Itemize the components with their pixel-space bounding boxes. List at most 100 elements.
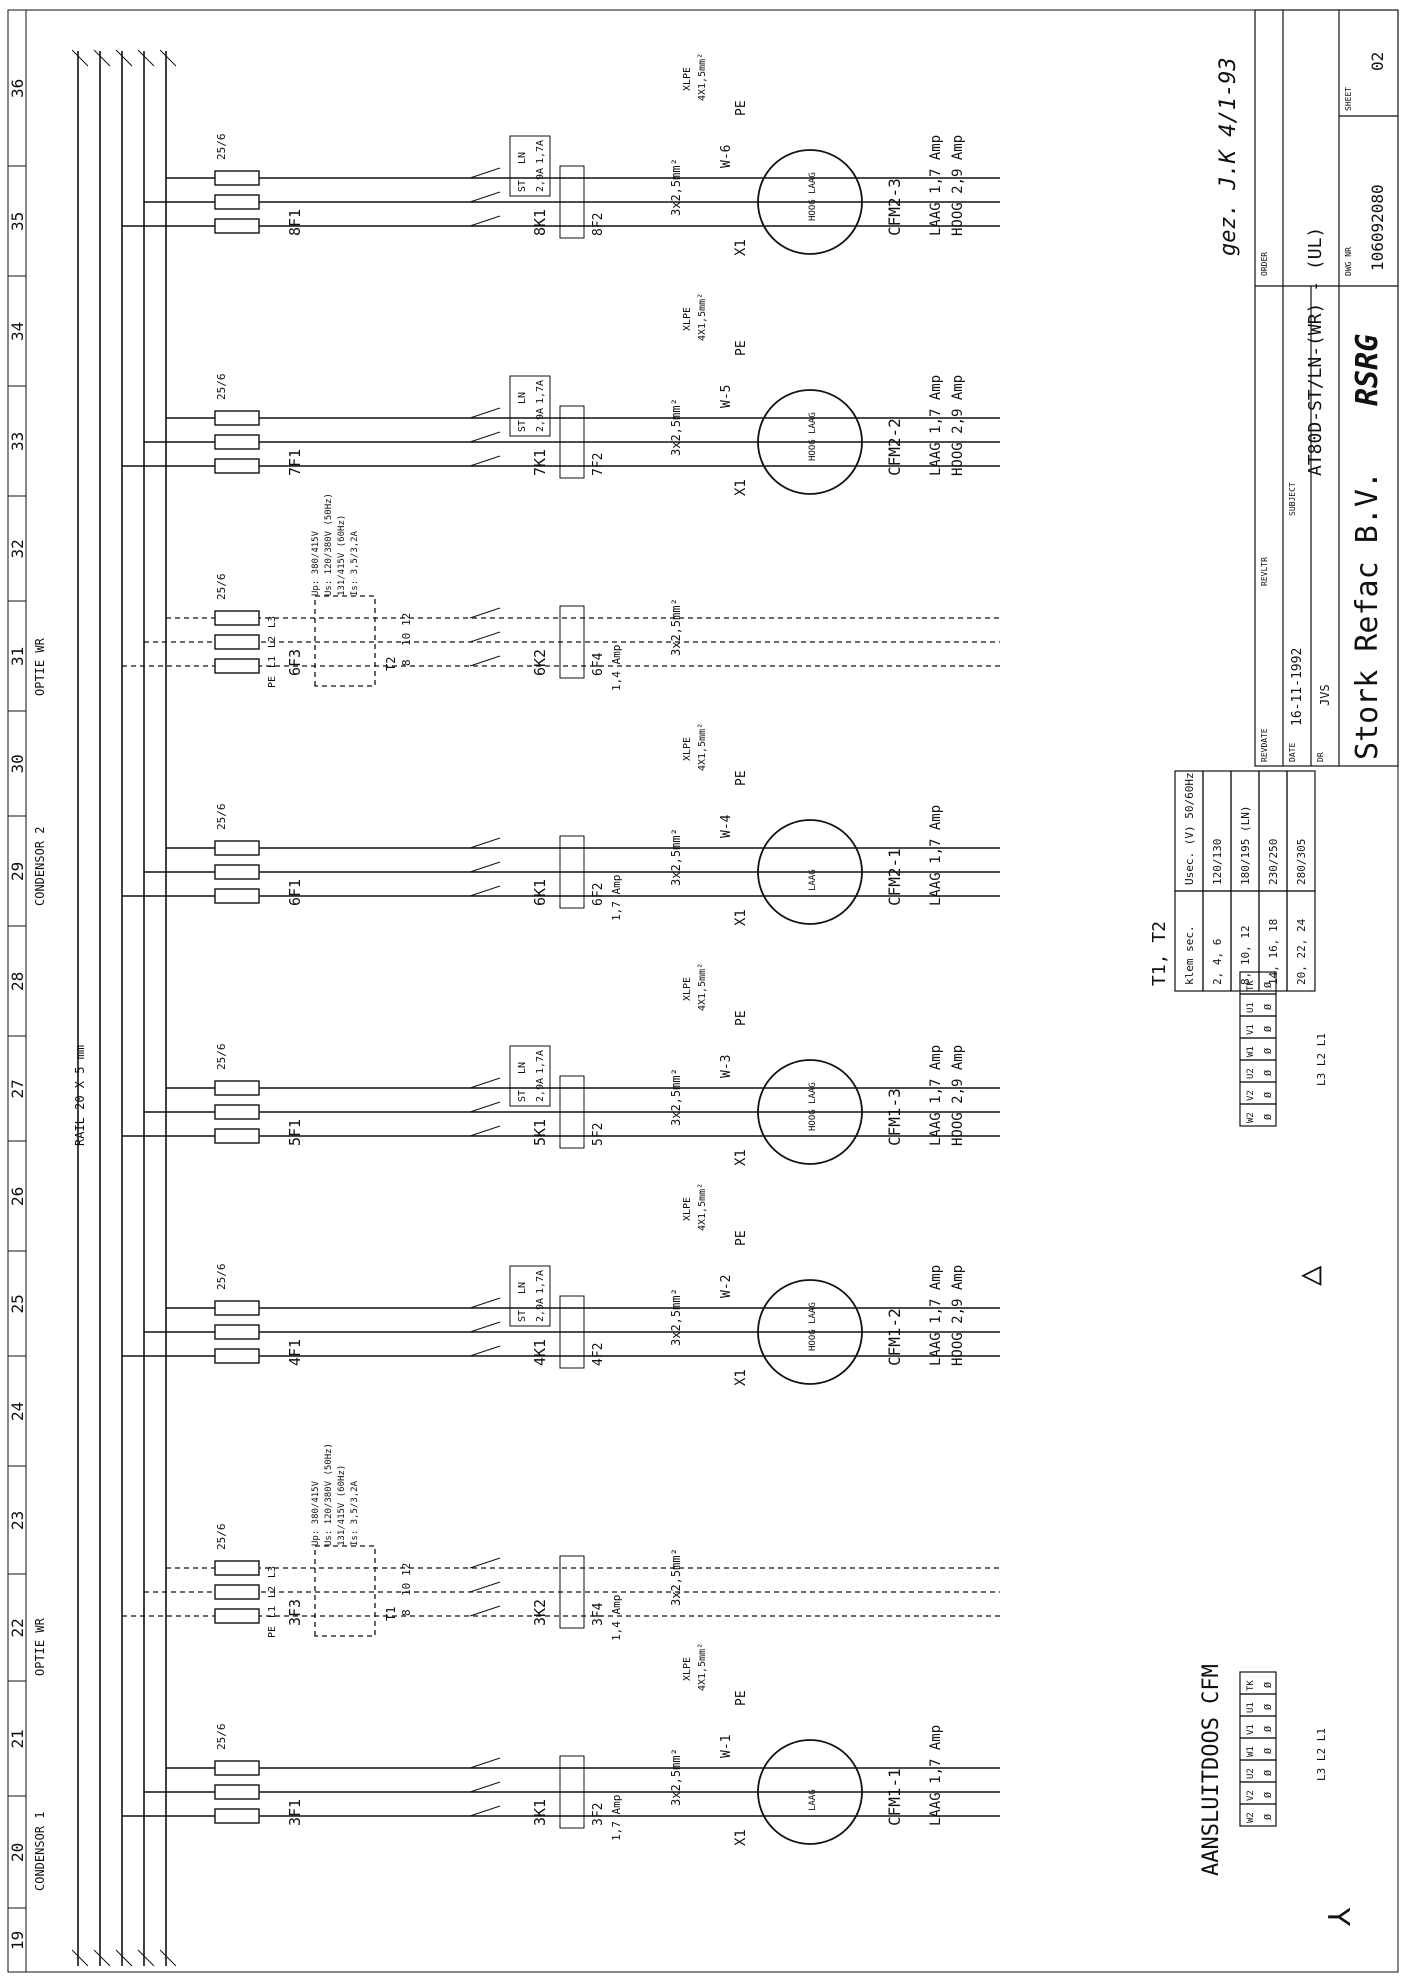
- contactor-contact: [469, 655, 501, 667]
- motor-label: CFM2-1: [885, 848, 904, 906]
- rail-label: RAIL 20 X 5 mm: [73, 1045, 87, 1146]
- fuse-phase-label: L1: [267, 656, 278, 668]
- terminal-name: W2: [1246, 1812, 1256, 1823]
- bus-bar-end: [93, 1949, 111, 1967]
- overload-relay: [559, 405, 585, 479]
- bus-bar-end: [71, 49, 89, 67]
- t-table-value: 280/305: [1295, 839, 1308, 885]
- contactor-contact: [469, 861, 501, 873]
- terminal-label: X1: [733, 479, 749, 496]
- motor-winding-label: HOOG LAAG: [808, 412, 818, 461]
- motor-current-label: LAAG 1,7 Amp: [928, 1045, 944, 1146]
- column-number: 19: [8, 1931, 27, 1950]
- fuse-label: 8F1: [286, 209, 304, 236]
- condensor2-label: CONDENSOR 2: [33, 827, 47, 906]
- bus-bar-end: [115, 49, 133, 67]
- sheet-label: SHEET: [1344, 87, 1353, 111]
- transformer-tap: 10: [400, 633, 413, 646]
- t-table-value: 2, 4, 6: [1211, 939, 1224, 985]
- fuse-element: [214, 1560, 260, 1576]
- bus-bars: [71, 49, 177, 1967]
- column-number: 22: [8, 1618, 27, 1637]
- contactor-contact: [469, 1321, 501, 1333]
- bus-bar-end: [159, 49, 177, 67]
- transformer-box: [314, 595, 376, 687]
- xlpe-size-label: 4X1,5mm²: [697, 1183, 708, 1231]
- fuse-label: 6F3: [286, 649, 304, 676]
- xlpe-label: XLPE: [682, 977, 693, 1001]
- terminal-w-label: W-5: [719, 385, 734, 408]
- overload-relay: [559, 1295, 585, 1369]
- overload-relay: [559, 605, 585, 679]
- fuse-phase-label: L3: [267, 616, 278, 628]
- overload-setting-table: [509, 1045, 551, 1107]
- terminal-screw: Ø: [1262, 1114, 1274, 1120]
- motor-current-label: LAAG 1,7 Amp: [928, 135, 944, 236]
- transformer-box: [314, 1545, 376, 1637]
- aansluitdoos-title: AANSLUITDOOS CFM: [1199, 1664, 1224, 1876]
- terminal-w-label: W-2: [719, 1275, 734, 1298]
- transformer-spec: Up: 380/415V: [311, 1480, 321, 1546]
- motor-label: CFM1-3: [885, 1088, 904, 1146]
- subject-value: AT80D-ST/LN-(WR) - (UL): [1305, 227, 1326, 476]
- overload-label: 6F2: [591, 883, 606, 906]
- column-number: 35: [8, 212, 27, 231]
- cable-label: 3x2,5mm²: [669, 158, 683, 216]
- contactor-label: 8K1: [531, 209, 549, 236]
- contactor-contact: [469, 885, 501, 897]
- transformer-spec: Us: 120/380V (50Hz): [324, 1443, 334, 1546]
- terminal-name: V1: [1246, 1024, 1256, 1035]
- overload-setting-table: [509, 375, 551, 437]
- overload-label: 4F2: [591, 1343, 606, 1366]
- bus-bar-end: [115, 1949, 133, 1967]
- t-table-header: Usec. (V) 50/60Hz: [1183, 772, 1196, 885]
- overload-relay: [559, 1075, 585, 1149]
- overload-setting: 1,7A: [535, 1270, 546, 1294]
- delta-symbol: △: [1289, 1265, 1329, 1286]
- motor-label: CFM1-2: [885, 1308, 904, 1366]
- fuse-phase-label: PE: [267, 676, 278, 688]
- fuse-rating: 25/6: [215, 1524, 228, 1551]
- t-table-value: 180/195 (LN): [1239, 806, 1252, 885]
- terminal-screw: Ø: [1262, 1048, 1274, 1054]
- motor-current-label: HOOG 2,9 Amp: [950, 135, 966, 236]
- fuse-rating: 25/6: [215, 1264, 228, 1291]
- fuse-phase-label: L2: [267, 636, 278, 648]
- contactor-contact: [469, 631, 501, 643]
- contactor-contact: [469, 1101, 501, 1113]
- terminal-screw: Ø: [1262, 1070, 1274, 1076]
- overload-setting: 2,9A: [535, 408, 546, 432]
- overload-setting: 1,7A: [535, 140, 546, 164]
- terminal-screw: Ø: [1262, 1770, 1274, 1776]
- company-name: Stork Refac B.V.: [1350, 471, 1385, 760]
- column-number: 36: [8, 79, 27, 98]
- overload-setting: LN: [517, 392, 528, 404]
- overload-setting: LN: [517, 1062, 528, 1074]
- fuse-phase-label: PE: [267, 1626, 278, 1638]
- motor-circle: [757, 819, 863, 925]
- contactor-label: 6K1: [531, 879, 549, 906]
- contactor-label: 5K1: [531, 1119, 549, 1146]
- revdate-label: REVDATE: [1260, 728, 1269, 762]
- terminal-label: X1: [733, 1829, 749, 1846]
- contactor-label: 7K1: [531, 449, 549, 476]
- transformer-label: T1: [384, 1607, 398, 1621]
- column-number: 31: [8, 647, 27, 666]
- motor-current-label: HOOG 2,9 Amp: [950, 375, 966, 476]
- column-number: 33: [8, 432, 27, 451]
- contactor-label: 3K2: [531, 1599, 549, 1626]
- dwg-label: DWG NR: [1344, 247, 1353, 276]
- motor-label: CFM1-1: [885, 1768, 904, 1826]
- fuse-element: [214, 864, 260, 880]
- terminal-w-label: W-1: [719, 1735, 734, 1758]
- overload-setting: ST: [517, 180, 528, 192]
- pe-label: PE: [734, 770, 749, 786]
- motor-winding-label: HOOG LAAG: [808, 1082, 818, 1131]
